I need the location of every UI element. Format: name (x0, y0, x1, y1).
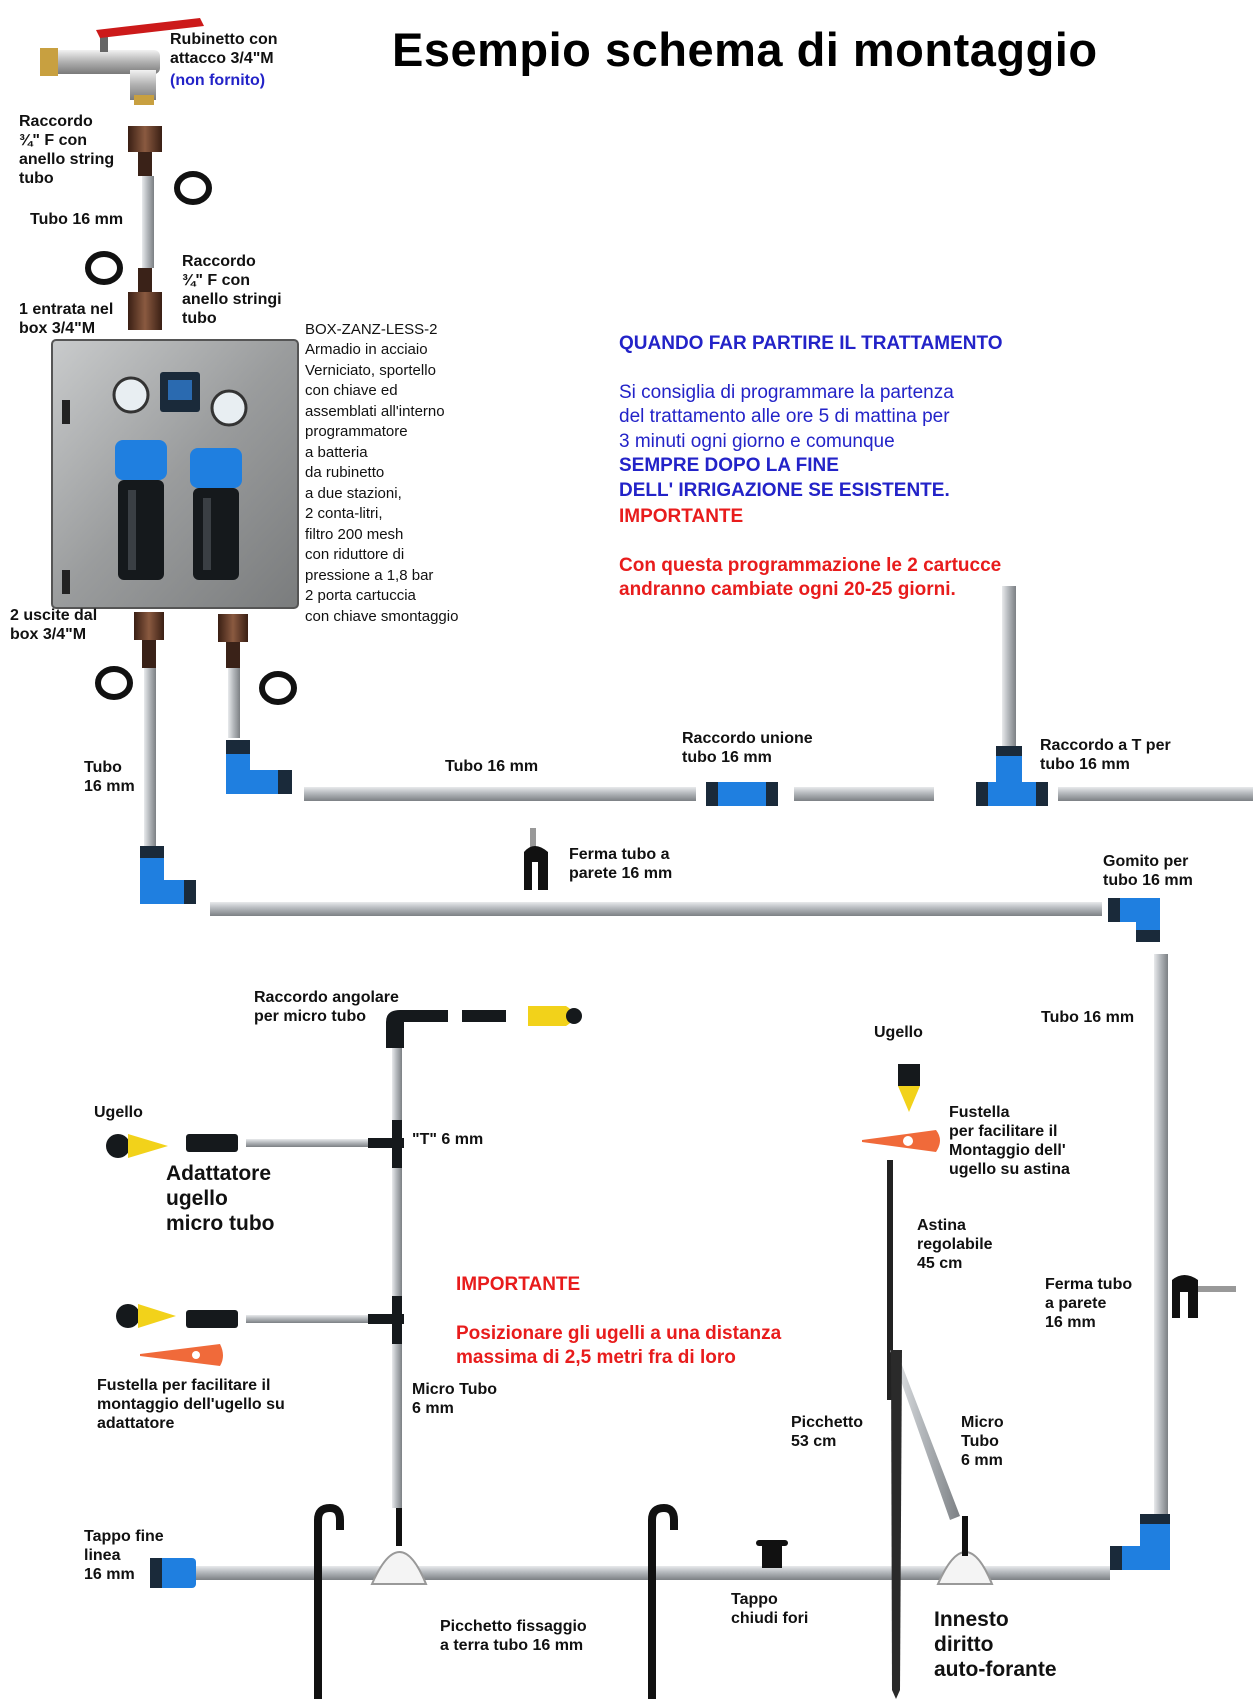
label-astina: Astina regolabile 45 cm (917, 1217, 993, 1272)
adapter-upper (186, 1134, 238, 1152)
label-t-6mm: "T" 6 mm (412, 1131, 484, 1148)
label-gomito: Gomito per tubo 16 mm (1103, 853, 1193, 889)
control-box (51, 339, 299, 609)
note-treatment-start: QUANDO FAR PARTIRE IL TRATTAMENTO Si con… (619, 307, 1003, 528)
nozzle-right (898, 1064, 920, 1112)
stake-53cm (891, 1350, 902, 1699)
clamp-ring-2 (85, 251, 123, 285)
label-ferma-tubo-a: Ferma tubo a parete 16 mm (569, 846, 673, 882)
nozzle-left-upper (106, 1134, 168, 1158)
fustella-right (862, 1130, 940, 1152)
label-tubo-16-d: Tubo 16 mm (1041, 1009, 1135, 1026)
micro-pipe-right (890, 1350, 960, 1520)
label-tappo-fine: Tappo fine linea 16 mm (84, 1528, 164, 1583)
note-cartridge-body: Con questa programmazione le 2 cartucce … (619, 554, 1002, 601)
nozzle-left-lower (116, 1304, 176, 1328)
note-treatment-emphasis: SEMPRE DOPO LA FINE DELL' IRRIGAZIONE SE… (619, 455, 950, 501)
tee-fitting (976, 746, 1048, 806)
pipe-upper-2 (794, 787, 934, 801)
label-ugello-left: Ugello (94, 1104, 143, 1121)
note-treatment-heading: QUANDO FAR PARTIRE IL TRATTAMENTO (619, 332, 1003, 354)
tap-illustration (40, 18, 204, 105)
wall-clip-2 (1172, 1275, 1236, 1318)
label-tubo-16-a: Tubo 16 mm (30, 211, 124, 228)
label-raccordo-unione: Raccordo unione tubo 16 mm (682, 730, 813, 766)
note-cartridge-heading: IMPORTANTE (619, 505, 744, 527)
pipe-upper-3 (1058, 787, 1253, 801)
label-fustella-left: Fustella per facilitare il montaggio del… (97, 1377, 285, 1432)
fitting-mid (128, 268, 162, 330)
label-tubo-16-c: Tubo 16 mm (445, 758, 539, 775)
end-cap (150, 1558, 196, 1588)
label-non-fornito: (non fornito) (170, 72, 266, 89)
elbow-fitting-4 (1110, 1514, 1170, 1570)
note-treatment-body: Si consiglia di programmare la partenza … (619, 381, 954, 452)
elbow-fitting-3 (1108, 898, 1160, 942)
note-cartridge: IMPORTANTE Con questa programmazione le … (619, 480, 1001, 603)
label-micro-tubo-b: Micro Tubo 6 mm (961, 1414, 1004, 1469)
label-picchetto-fissaggio: Picchetto fissaggio a terra tubo 16 mm (440, 1618, 587, 1654)
label-innesto: Innesto diritto auto-forante (934, 1608, 1057, 1681)
tee-6mm-lower (368, 1296, 404, 1344)
pipe-left-outlet (144, 668, 156, 846)
label-rubinetto: Rubinetto con attacco 3/4"M (170, 31, 278, 67)
label-uscite: 2 uscite dal box 3/4"M (10, 607, 98, 643)
label-tubo-16-b: Tubo 16 mm (84, 759, 135, 795)
note-spacing-body: Posizionare gli ugelli a una distanza ma… (456, 1322, 782, 1369)
label-box-description: Armadio in acciaio Verniciato, sportello… (305, 341, 459, 625)
tee-6mm-upper (368, 1120, 404, 1168)
adapter-lower (186, 1310, 238, 1328)
micro-pipe-branch-lower (246, 1315, 368, 1323)
union-fitting (706, 782, 778, 806)
label-box-name: BOX-ZANZ-LESS-2 (305, 321, 438, 338)
ground-stakes (314, 1503, 678, 1699)
micro-pipe-left (392, 1048, 402, 1508)
self-piercing-connector-1 (370, 1506, 428, 1585)
label-entrata: 1 entrata nel box 3/4"M (19, 301, 114, 337)
pipe-right-vertical (1154, 954, 1168, 1514)
label-fustella-right: Fustella per facilitare il Montaggio del… (949, 1104, 1070, 1178)
fitting-top (128, 126, 162, 176)
adjustable-rod (887, 1160, 893, 1400)
label-raccordo-t: Raccordo a T per tubo 16 mm (1040, 737, 1171, 773)
clamp-rings-outlet (95, 666, 297, 705)
pipe-t-branch (1002, 586, 1016, 746)
label-tappo-chiudi: Tappo chiudi fori (731, 1591, 809, 1627)
pipe-upper-1 (304, 787, 696, 801)
angle-fitting (386, 1006, 582, 1048)
clamp-ring-1 (174, 171, 212, 205)
note-nozzle-spacing: IMPORTANTE Posizionare gli ugelli a una … (456, 1248, 781, 1371)
label-micro-tubo-a: Micro Tubo 6 mm (412, 1381, 498, 1417)
label-raccordo-angolare: Raccordo angolare per micro tubo (254, 989, 399, 1025)
fustella-left (140, 1344, 223, 1366)
micro-pipe-branch-upper (246, 1139, 368, 1147)
label-adattatore: Adattatore ugello micro tubo (166, 1162, 275, 1235)
wall-clip-1 (524, 828, 548, 890)
elbow-fitting-1 (226, 740, 292, 794)
outlet-fittings (134, 612, 248, 668)
page-title: Esempio schema di montaggio (392, 23, 1098, 76)
hole-plug (756, 1540, 788, 1568)
label-picchetto-53: Picchetto 53 cm (791, 1414, 864, 1450)
label-ugello-right: Ugello (874, 1024, 923, 1041)
pipe-right-outlet (228, 668, 240, 738)
elbow-fitting-2 (140, 846, 196, 904)
label-raccordo-mid: Raccordo ¾" F con anello stringi tubo (182, 253, 282, 327)
note-spacing-heading: IMPORTANTE (456, 1273, 581, 1295)
pipe-top-vertical (142, 176, 154, 268)
pipe-middle-long (210, 902, 1102, 916)
label-ferma-tubo-b: Ferma tubo a parete 16 mm (1045, 1276, 1133, 1331)
label-raccordo-top: Raccordo ¾" F con anello string tubo (19, 113, 115, 187)
self-piercing-connector-2 (936, 1516, 994, 1585)
